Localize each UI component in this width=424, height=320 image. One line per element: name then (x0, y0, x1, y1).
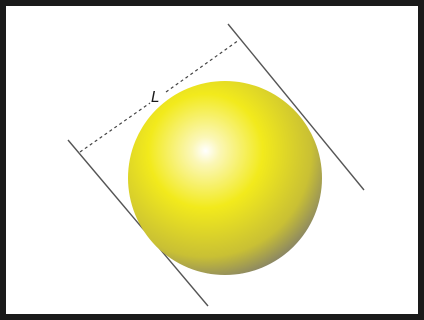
dimension-line-right (165, 39, 240, 93)
dimension-line-left (79, 102, 151, 153)
left-tangent-line (67, 139, 209, 307)
sphere (128, 81, 322, 275)
right-tangent-line (227, 23, 365, 191)
dimension-label: L (151, 88, 159, 106)
